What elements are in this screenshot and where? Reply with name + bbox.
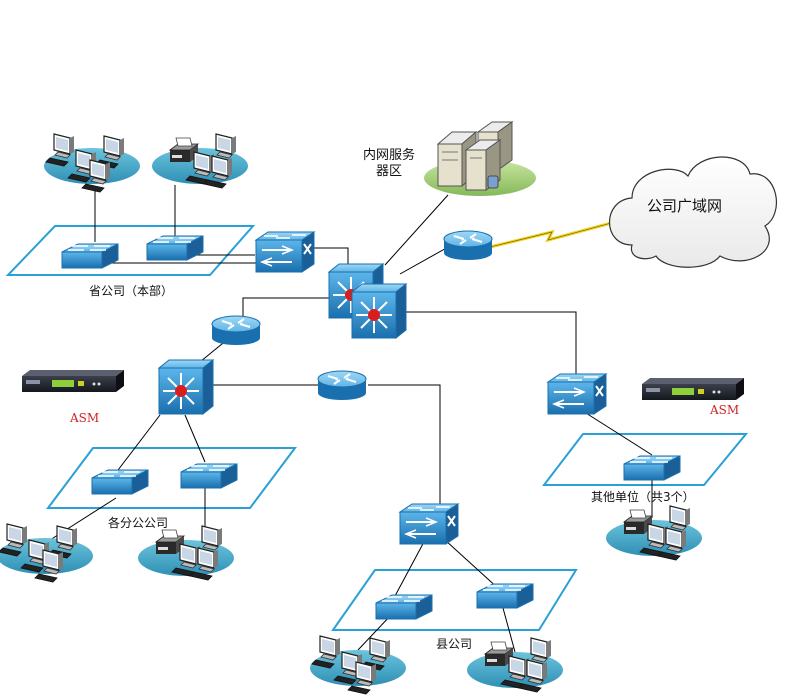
branch-core-switch [158, 359, 214, 415]
wireless-link [489, 220, 616, 249]
county-label: 县公司 [436, 637, 473, 651]
province-lan-printer [152, 134, 248, 188]
wan-cloud [609, 156, 778, 268]
asm-label-left: ASM [70, 411, 100, 425]
province-label: 省公司（本部） [89, 284, 174, 298]
others-lan-printer [606, 506, 702, 560]
county-lan-pcs [310, 636, 406, 694]
province-switch-1 [61, 243, 119, 269]
asm-label-right: ASM [710, 403, 740, 417]
wan-router [443, 230, 493, 261]
county-router [317, 370, 367, 401]
server-icon [436, 121, 514, 191]
server-zone [424, 121, 536, 196]
core-switch-2 [351, 283, 407, 339]
county-lan-printer [467, 638, 563, 692]
province-aggregation-switch [255, 231, 315, 273]
county-switch-2 [476, 583, 534, 609]
branches-label: 各分公公司 [108, 516, 169, 530]
branch-switch-1 [91, 469, 149, 495]
network-links [49, 185, 653, 653]
server-zone-label-line2: 器区 [375, 164, 402, 179]
province-zone [5, 225, 256, 276]
branch-zone [46, 447, 297, 509]
others-aggregation-switch [547, 373, 607, 415]
server-zone-label: 内网服务 器区 [356, 148, 422, 180]
county-aggregation-switch [399, 503, 459, 545]
branch-lan-pcs [0, 524, 93, 582]
asm-appliance-right [642, 378, 744, 400]
branch-lan-printer [138, 526, 234, 580]
asm-appliance-left [22, 370, 124, 392]
branch-switch-2 [180, 463, 238, 489]
others-zone [541, 433, 749, 486]
others-label: 其他单位（共3个） [591, 490, 695, 504]
server-zone-label-line1: 内网服务 [362, 148, 415, 163]
province-lan-pcs [44, 134, 140, 192]
branch-router [211, 315, 261, 346]
others-switch [623, 455, 681, 481]
wan-label: 公司广域网 [647, 197, 723, 215]
wireless-link-outline [489, 221, 616, 248]
province-switch-2 [146, 235, 204, 261]
county-zone [331, 569, 578, 631]
county-switch-1 [375, 594, 433, 620]
